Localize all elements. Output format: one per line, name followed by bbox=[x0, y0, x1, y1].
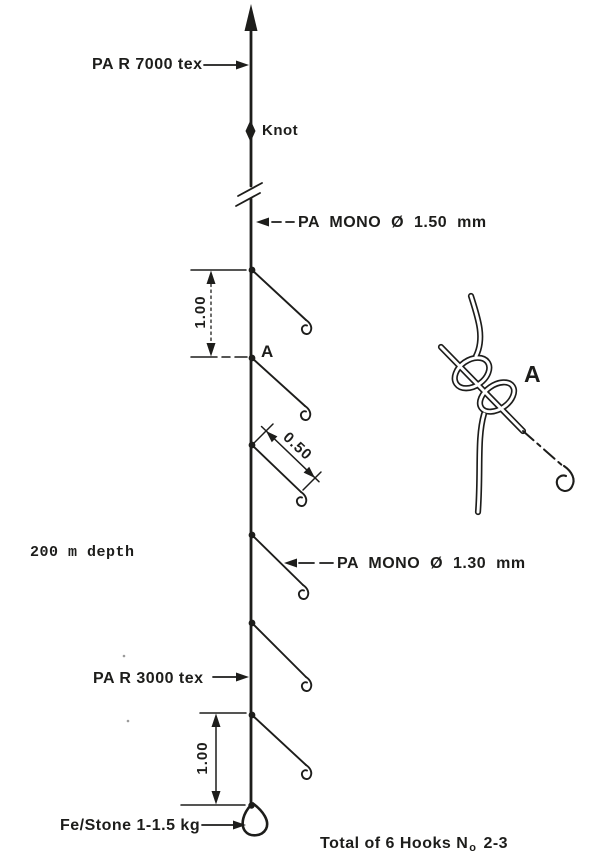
leader-arrow-top-line bbox=[203, 60, 249, 70]
knot-detail-label: A bbox=[524, 361, 541, 387]
break-symbol-icon bbox=[235, 182, 263, 207]
main-line-spec-label: PA MONO Ø 1.50 mm bbox=[298, 214, 487, 231]
hook-icon bbox=[299, 405, 312, 421]
leader-arrow-main-spec bbox=[256, 217, 295, 227]
lower-spacing-dimension-label: 1.00 bbox=[193, 741, 211, 775]
dimension-snood-length bbox=[253, 423, 322, 491]
hook-icon bbox=[300, 319, 313, 335]
top-line-label: PA R 7000 tex bbox=[92, 56, 203, 73]
sinker-icon bbox=[241, 801, 269, 837]
hook-icon bbox=[555, 464, 575, 492]
up-arrow-icon bbox=[244, 4, 258, 31]
scan-speck bbox=[122, 654, 130, 723]
dimension-lower-spacing bbox=[180, 712, 247, 806]
total-hooks-note-text: Total of 6 Hooks N bbox=[320, 835, 469, 852]
total-hooks-note-subscript: o bbox=[469, 842, 477, 854]
junction-knots bbox=[248, 266, 256, 719]
leader-arrow-lower-line bbox=[212, 672, 249, 682]
lower-line-label: PA R 3000 tex bbox=[93, 670, 204, 687]
sinker-label: Fe/Stone 1-1.5 kg bbox=[60, 817, 201, 834]
leader-arrow-snood-spec bbox=[284, 558, 334, 568]
knot-label: Knot bbox=[262, 122, 299, 139]
hook-icon bbox=[297, 584, 310, 600]
hook-icon bbox=[295, 491, 308, 507]
total-hooks-note: Total of 6 Hooks No 2-3 bbox=[320, 835, 508, 854]
main-line bbox=[244, 4, 258, 808]
snood-branches bbox=[251, 269, 313, 780]
total-hooks-note-number: 2-3 bbox=[478, 835, 509, 852]
knot-mark-icon bbox=[245, 120, 256, 142]
dimension-upper-spacing bbox=[190, 269, 248, 358]
upper-spacing-dimension-label: 1.00 bbox=[191, 295, 209, 329]
junction-a-label: A bbox=[261, 342, 274, 361]
hook-icon bbox=[300, 764, 313, 780]
hook-icon bbox=[300, 676, 313, 692]
knot-detail-drawing bbox=[437, 292, 575, 516]
snood-spec-label: PA MONO Ø 1.30 mm bbox=[337, 555, 526, 572]
leader-arrow-sinker bbox=[201, 820, 246, 830]
depth-note: 200 m depth bbox=[30, 544, 135, 561]
